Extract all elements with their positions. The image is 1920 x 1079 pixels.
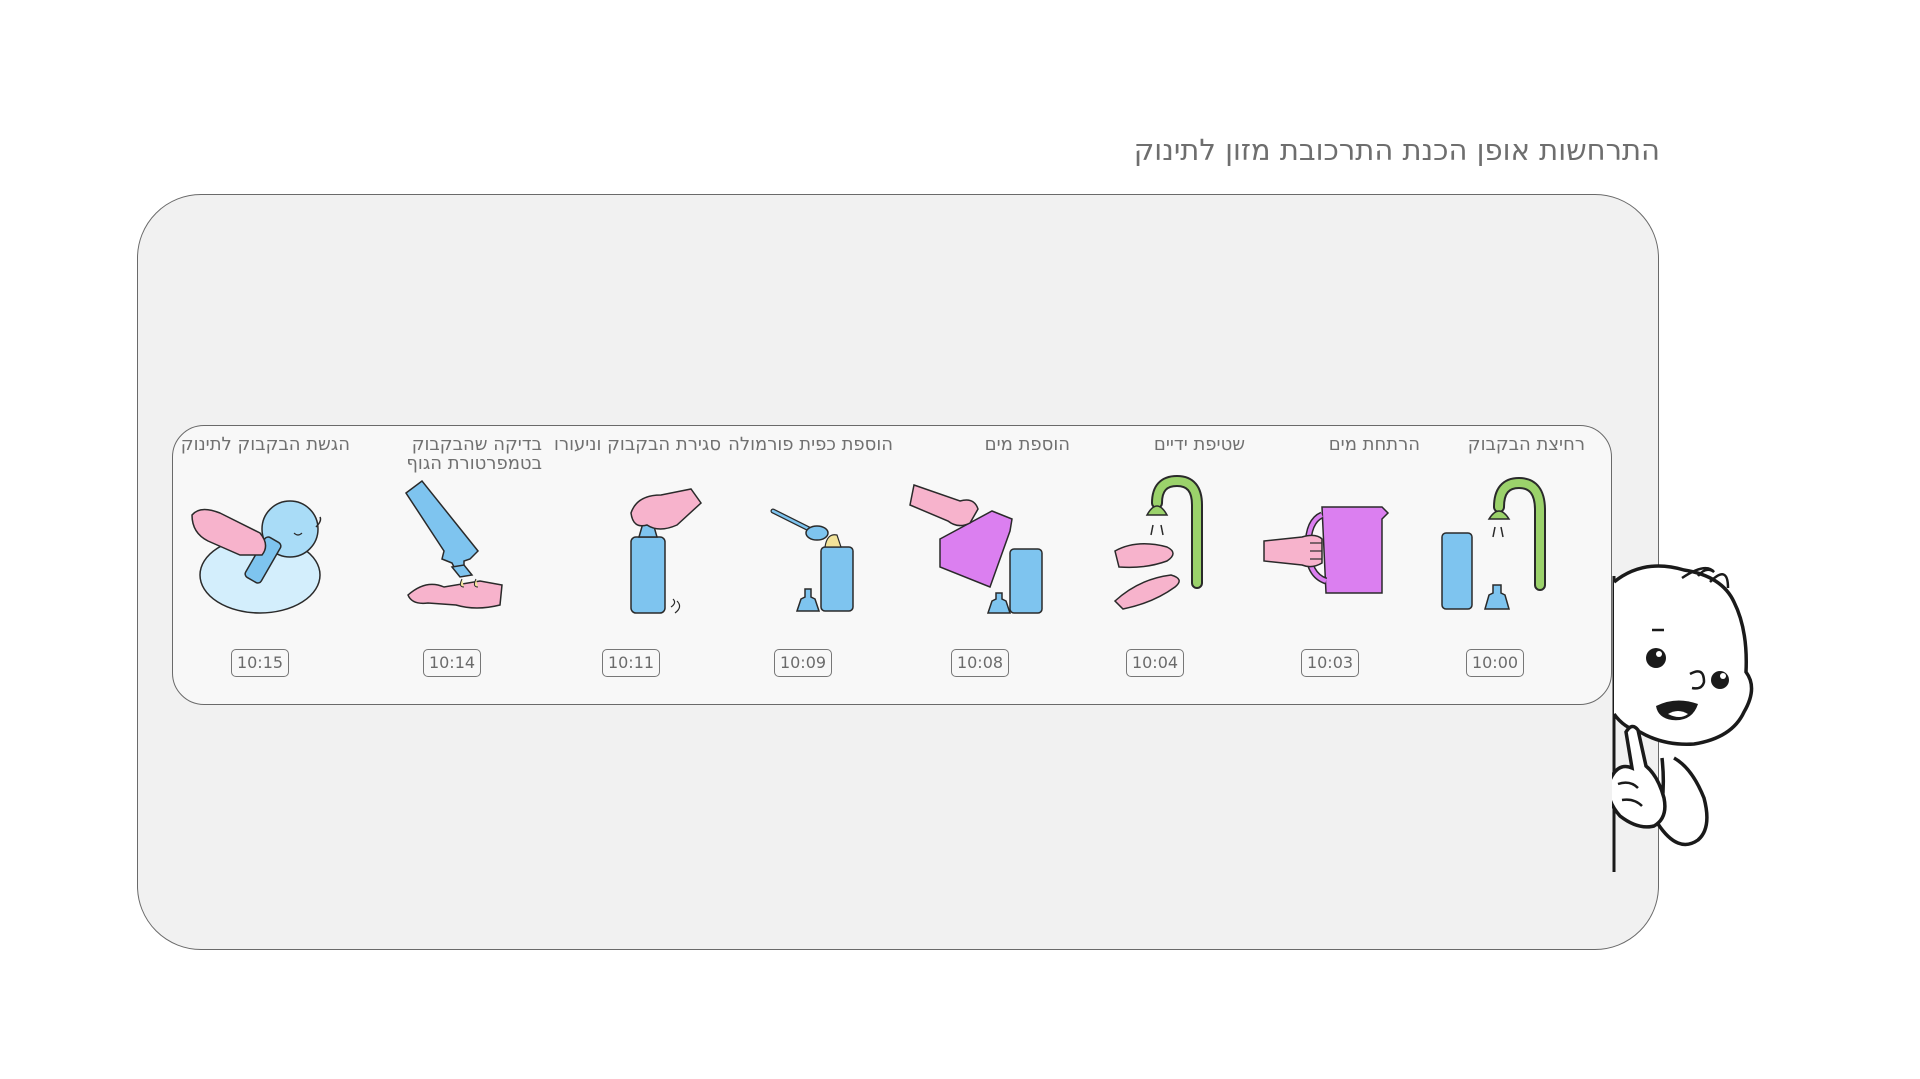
step-feed-baby: הגשת הבקבוק לתינוק 10:15 [170,435,350,685]
temperature-check-icon [404,479,503,609]
step-label: בדיקה שהבקבוק בטמפרטורת הגוף [406,434,542,474]
time-badge: 10:08 [951,649,1009,677]
step-temperature-check: בדיקה שהבקבוק בטמפרטורת הגוף 10:14 [362,435,542,685]
formula-spoon-icon [770,508,854,612]
step-wash-hands: שטיפת ידיים 10:04 [1065,435,1245,685]
feeding-baby-icon [191,500,322,614]
shaking-bottle-icon [630,488,702,614]
time-badge: 10:11 [602,649,660,677]
step-wash-bottle: רחיצת הבקבוק 10:00 [1405,435,1585,685]
time-badge: 10:14 [423,649,481,677]
time-badge: 10:15 [231,649,289,677]
step-close-shake: סגירת הבקבוק וניעורו 10:11 [541,435,721,685]
step-add-formula: הוספת כפית פורמולה 10:09 [713,435,893,685]
kettle-boiling-icon [1263,506,1390,594]
pouring-water-icon [909,484,1043,614]
step-boil-water: הרתחת מים 10:03 [1240,435,1420,685]
step-label: סגירת הבקבוק וניעורו [554,434,721,455]
step-label: הגשת הבקבוק לתינוק [180,434,350,455]
step-label: הוספת כפית פורמולה [728,434,893,455]
time-badge: 10:03 [1301,649,1359,677]
step-add-water: הוספת מים 10:08 [890,435,1070,685]
step-label: הוספת מים [984,434,1070,455]
step-label: רחיצת הבקבוק [1467,434,1585,455]
hand-washing-icon [1113,475,1203,610]
faucet-washing-bottle-icon [1441,476,1546,610]
step-label: שטיפת ידיים [1153,434,1245,455]
step-label: הרתחת מים [1328,434,1420,455]
time-badge: 10:00 [1466,649,1524,677]
page-title: התרחשות אופן הכנת התרכובת מזון לתינוק [1133,133,1660,167]
time-badge: 10:09 [774,649,832,677]
peeking-baby-illustration [1612,564,1754,872]
time-badge: 10:04 [1126,649,1184,677]
